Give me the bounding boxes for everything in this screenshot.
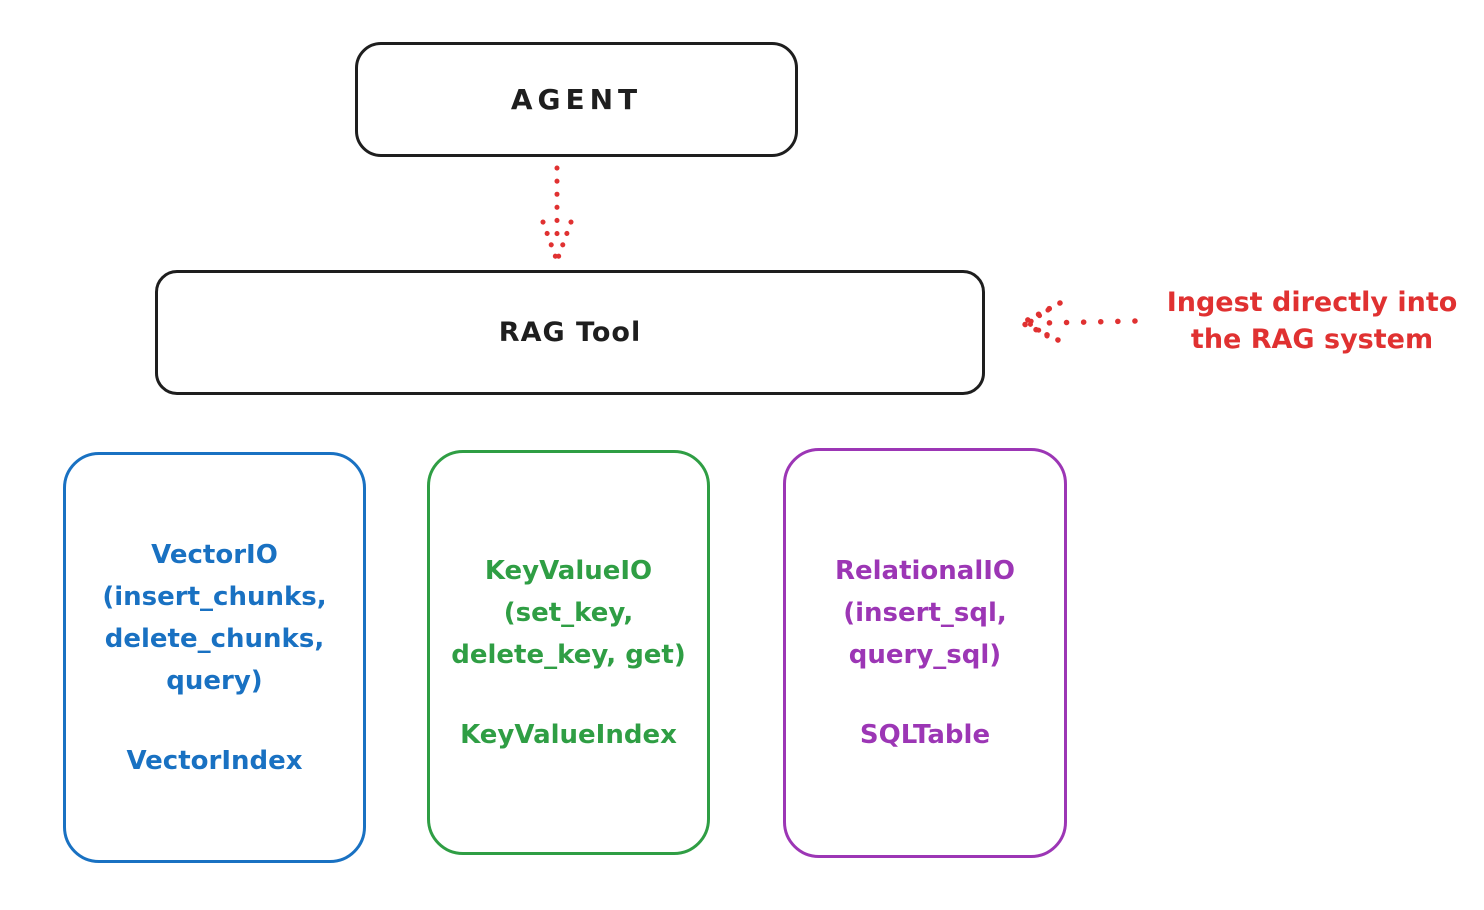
ingest-arrow-shaft [1042, 318, 1138, 326]
ingest-annotation: Ingest directly into the RAG system [1143, 284, 1481, 358]
agent-to-rag-arrowhead-right [555, 219, 574, 261]
ingest-arrowhead-upper [1021, 300, 1063, 325]
ingest-annotation-arrow [1021, 300, 1138, 343]
rag-tool-node: RAG Tool [155, 270, 985, 395]
keyvalue-io-line: delete_key, get) [451, 639, 686, 670]
ingest-arrowhead-lower [1021, 321, 1061, 343]
ingest-annotation-line1: Ingest directly into [1166, 287, 1458, 318]
relational-io-text: RelationalIO (insert_sql, query_sql) SQL… [835, 550, 1015, 756]
ingest-arrowhead-inner-lower [1027, 321, 1050, 339]
vector-index-label: VectorIndex [126, 745, 303, 776]
keyvalue-io-node: KeyValueIO (set_key, delete_key, get) Ke… [427, 450, 710, 855]
relational-io-node: RelationalIO (insert_sql, query_sql) SQL… [783, 448, 1067, 858]
relational-io-line: query_sql) [848, 640, 1002, 670]
vector-io-text: VectorIO (insert_chunks, delete_chunks, … [102, 534, 326, 782]
sqltable-label: SQLTable [859, 720, 991, 750]
keyvalue-io-line: (set_key, [503, 597, 634, 628]
keyvalue-io-line: KeyValueIO [484, 555, 653, 586]
keyvalue-io-text: KeyValueIO (set_key, delete_key, get) Ke… [451, 550, 686, 756]
vector-io-line: VectorIO [151, 539, 278, 570]
vector-io-line: (insert_chunks, [102, 581, 327, 612]
rag-tool-label: RAG Tool [498, 317, 642, 348]
ingest-annotation-line2: the RAG system [1190, 324, 1434, 355]
relational-io-line: RelationalIO [834, 556, 1016, 586]
ingest-arrowhead-inner-upper [1027, 307, 1051, 325]
agent-label: AGENT [510, 83, 643, 116]
vector-io-node: VectorIO (insert_chunks, delete_chunks, … [63, 452, 366, 863]
vector-io-line: query) [166, 665, 263, 696]
keyvalue-index-label: KeyValueIndex [460, 719, 677, 750]
relational-io-line: (insert_sql, [843, 598, 1007, 628]
agent-to-rag-arrowhead-left [540, 219, 559, 261]
vector-io-line: delete_chunks, [104, 623, 325, 654]
agent-node: AGENT [355, 42, 798, 157]
